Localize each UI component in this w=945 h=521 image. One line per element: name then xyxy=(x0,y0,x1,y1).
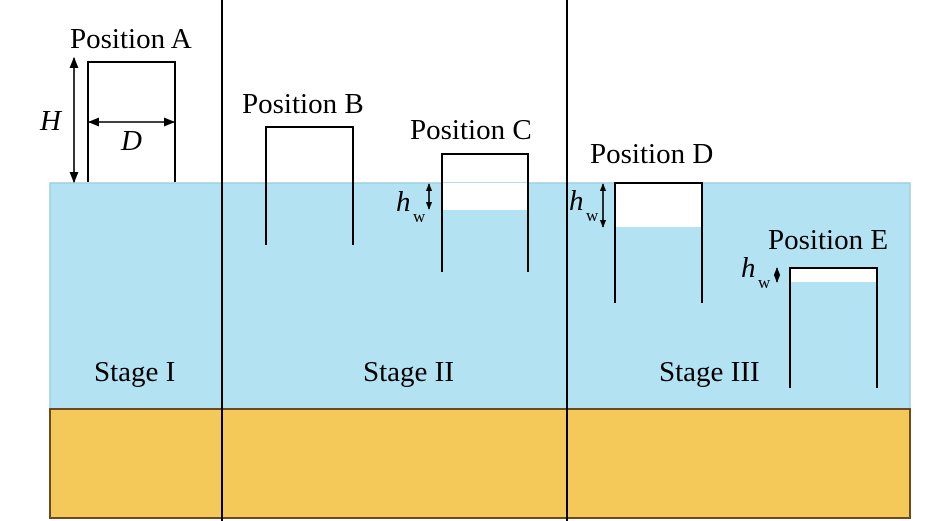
seabed-layer xyxy=(49,408,911,519)
symbol-hw-c: h xyxy=(396,186,411,218)
symbol-diameter: D xyxy=(120,125,142,157)
bucket-position-b xyxy=(265,126,354,245)
bucket-position-c xyxy=(425,153,529,272)
symbol-hw-e: h xyxy=(741,252,756,284)
symbol-hw-d: h xyxy=(569,185,584,217)
label-position-c: Position C xyxy=(410,114,532,146)
water-layer xyxy=(49,182,911,410)
trapped-air-d xyxy=(616,184,701,227)
label-stage-iii: Stage III xyxy=(659,356,760,388)
bucket-position-d xyxy=(599,182,703,303)
trapped-air-c xyxy=(443,183,527,210)
label-stage-ii: Stage II xyxy=(363,356,454,388)
symbol-hw-e-sub: w xyxy=(758,273,771,292)
label-position-e: Position E xyxy=(768,224,888,256)
label-position-b: Position B xyxy=(242,88,364,120)
label-stage-i: Stage I xyxy=(94,356,175,388)
symbol-hw-d-sub: w xyxy=(586,206,599,225)
bucket-position-e xyxy=(773,267,878,388)
symbol-hw-c-sub: w xyxy=(413,207,426,226)
trapped-air-e xyxy=(791,269,876,282)
label-position-a: Position A xyxy=(70,23,192,55)
symbol-height: H xyxy=(39,105,63,137)
bucket-position-a xyxy=(69,56,176,184)
label-position-d: Position D xyxy=(590,138,713,170)
